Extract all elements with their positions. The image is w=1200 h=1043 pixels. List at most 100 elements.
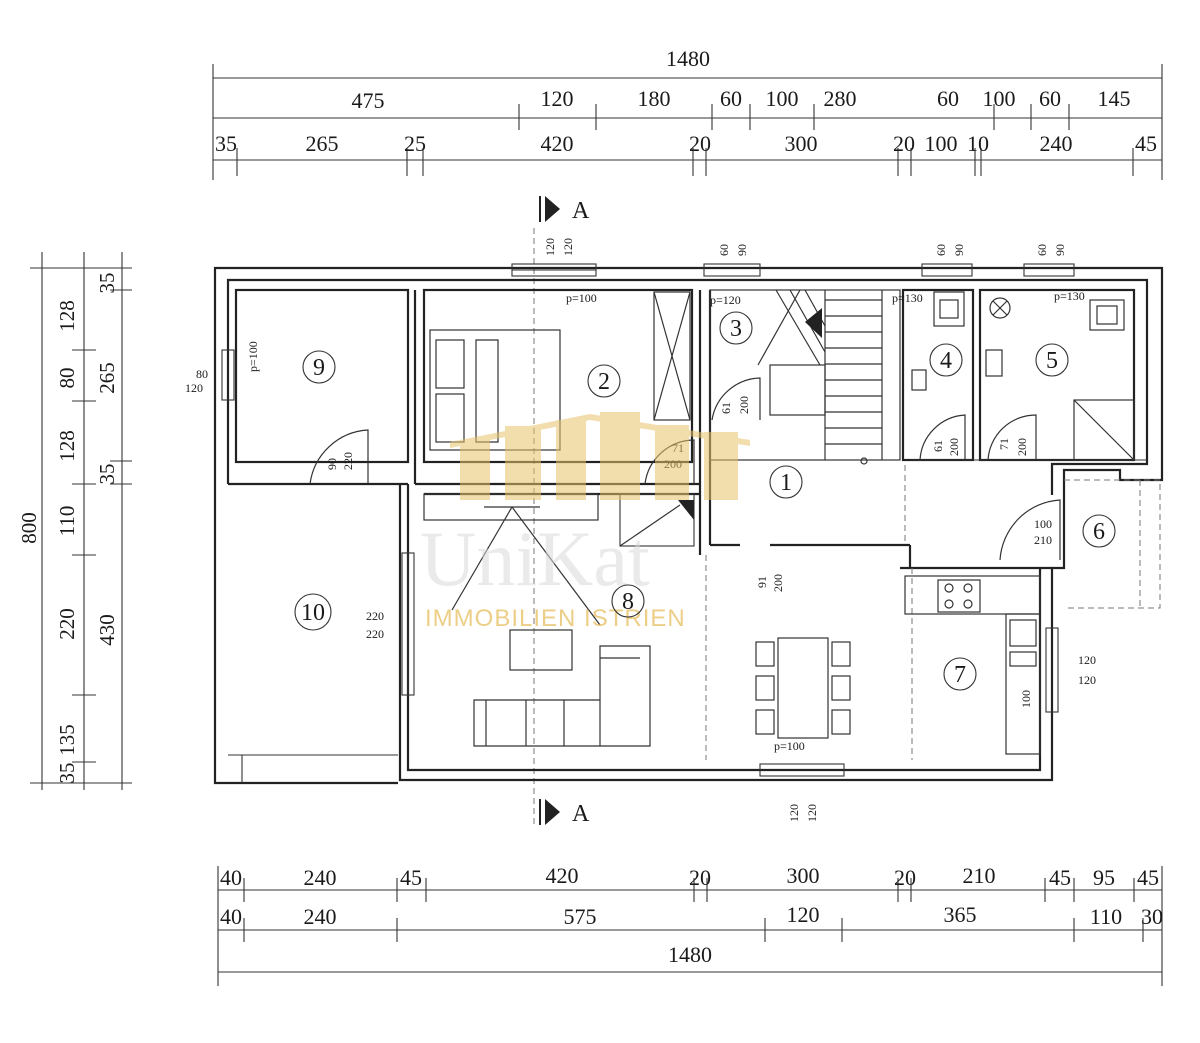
dim-top-overall: 1480 — [666, 46, 710, 71]
dim-bottom-row1: 420 — [546, 863, 579, 888]
dim-left-col2: 35 — [95, 464, 119, 485]
section-label-bottom: A — [572, 801, 590, 827]
dim-left-col1: 220 — [55, 608, 79, 640]
window-9-sill: p=100 — [246, 341, 260, 372]
room-label-2: 2 — [598, 369, 610, 395]
section-label-top: A — [572, 198, 590, 224]
window-10-width: 220 — [366, 609, 384, 623]
door-9-height: 220 — [341, 452, 355, 470]
door-swings — [309, 377, 1061, 561]
dim-top-row2: 35 — [215, 131, 237, 156]
watermark: UniKat IMMOBILIEN ISTRIEN — [420, 412, 750, 632]
dim-top-row2: 20 — [689, 131, 711, 156]
dim-top-row1: 475 — [352, 88, 385, 113]
staircase — [709, 289, 901, 465]
dim-left-col2: 35 — [95, 273, 119, 294]
room-label-8: 8 — [622, 589, 634, 615]
window-9-width: 80 — [196, 367, 208, 381]
dim-bottom-row2: 240 — [304, 904, 337, 929]
dim-bottom-row2: 40 — [220, 904, 242, 929]
dim-top-row1: 120 — [541, 86, 574, 111]
window-2-height: 120 — [561, 238, 575, 256]
room-label-9: 9 — [313, 355, 325, 381]
dim-left-col1: 128 — [55, 430, 79, 462]
section-arrow-bottom-icon — [545, 799, 560, 825]
dim-left-col1: 135 — [55, 724, 79, 756]
door-1-height: 200 — [771, 574, 785, 592]
dim-bottom-row1: 45 — [1049, 865, 1071, 890]
dim-bottom-row1: 45 — [1137, 865, 1159, 890]
door-1-width: 91 — [755, 576, 769, 588]
walls — [213, 266, 1164, 785]
window-5-width: 60 — [1035, 244, 1049, 256]
dim-bottom-row2: 110 — [1090, 904, 1122, 929]
door-5-width: 71 — [997, 438, 1011, 450]
dim-top-row2: 25 — [404, 131, 426, 156]
dim-top-row1: 100 — [766, 86, 799, 111]
sink-7-label: 100 — [1019, 690, 1033, 708]
dim-top-row1: 280 — [824, 86, 857, 111]
window-8-height: 120 — [805, 804, 819, 822]
window-4-width: 60 — [934, 244, 948, 256]
dim-top-row1: 60 — [937, 86, 959, 111]
window-3-sill: p=120 — [710, 293, 741, 307]
bottom-dimensions: 40 240 45 420 20 300 20 210 45 95 45 40 … — [217, 863, 1163, 986]
dim-top-row1: 60 — [720, 86, 742, 111]
furniture — [423, 291, 1135, 755]
windows — [221, 263, 1075, 777]
door-3-height: 200 — [737, 396, 751, 414]
dim-bottom-row1: 300 — [787, 863, 820, 888]
dim-left-col1: 128 — [55, 300, 79, 332]
window-3-width: 60 — [717, 244, 731, 256]
window-8-sill: p=100 — [774, 739, 805, 753]
dim-top-row1: 100 — [983, 86, 1016, 111]
window-8-width: 120 — [787, 804, 801, 822]
dim-left-col1: 35 — [55, 763, 79, 784]
section-line-a: A A — [533, 196, 590, 828]
room-label-4: 4 — [940, 348, 952, 374]
dim-bottom-row1: 240 — [304, 865, 337, 890]
dim-bottom-row2: 365 — [944, 902, 977, 927]
window-4-sill: p=130 — [892, 291, 923, 305]
window-2-sill: p=100 — [566, 291, 597, 305]
door-6-width: 100 — [1034, 517, 1052, 531]
window-2-width: 120 — [543, 238, 557, 256]
room-label-3: 3 — [730, 316, 742, 342]
room-label-7: 7 — [954, 662, 966, 688]
dim-left-col1: 110 — [55, 506, 79, 537]
door-4-width: 61 — [931, 440, 945, 452]
dim-bottom-row1: 20 — [689, 865, 711, 890]
watermark-subtitle: IMMOBILIEN ISTRIEN — [425, 605, 686, 632]
dim-left-col2: 265 — [95, 362, 119, 394]
dim-left-col2: 430 — [95, 614, 119, 646]
dim-bottom-row2: 575 — [564, 904, 597, 929]
dim-top-row1: 180 — [638, 86, 671, 111]
dim-top-row2: 300 — [785, 131, 818, 156]
dim-bottom-row1: 45 — [400, 865, 422, 890]
window-9-height: 120 — [185, 381, 203, 395]
window-4-height: 90 — [952, 244, 966, 256]
window-7-height: 120 — [1078, 673, 1096, 687]
dim-top-row2: 240 — [1040, 131, 1073, 156]
dim-left-overall: 800 — [17, 512, 41, 544]
window-5-height: 90 — [1053, 244, 1067, 256]
dim-top-row2: 20 — [893, 131, 915, 156]
dim-top-row2: 420 — [541, 131, 574, 156]
dim-bottom-overall: 1480 — [668, 942, 712, 967]
door-4-height: 200 — [947, 438, 961, 456]
section-arrow-top-icon — [545, 196, 560, 222]
window-3-height: 90 — [735, 244, 749, 256]
dim-top-row2: 265 — [306, 131, 339, 156]
top-dimensions: 1480 475 120 180 60 100 280 60 100 60 14… — [212, 46, 1163, 180]
dim-bottom-row1: 20 — [894, 865, 916, 890]
watermark-house-logo-icon — [450, 412, 750, 500]
door-5-height: 200 — [1015, 438, 1029, 456]
window-5-sill: p=130 — [1054, 289, 1085, 303]
dim-top-row1: 145 — [1098, 86, 1131, 111]
left-dimensions: 800 128 80 128 110 220 135 35 35 265 35 … — [17, 252, 132, 790]
dim-top-row2: 45 — [1135, 131, 1157, 156]
door-9-width: 90 — [325, 458, 339, 470]
room-label-5: 5 — [1046, 348, 1058, 374]
room-label-6: 6 — [1093, 519, 1105, 545]
